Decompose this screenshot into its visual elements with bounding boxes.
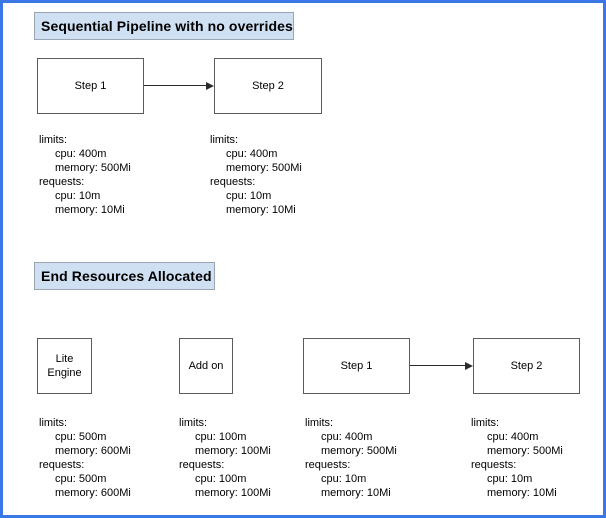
limits-cpu-value: cpu: 400m xyxy=(321,431,373,443)
arrow-right-icon-pipeline xyxy=(144,81,214,91)
resource-spec-add-on: limits: cpu: 100m memory: 100Mi requests… xyxy=(179,416,271,500)
limits-memory-value: memory: 100Mi xyxy=(195,445,271,457)
node-add-on[interactable]: Add on xyxy=(179,338,233,394)
requests-cpu-value: cpu: 100m xyxy=(195,473,247,485)
limits-cpu-value: cpu: 400m xyxy=(487,431,539,443)
requests-memory-value: memory: 10Mi xyxy=(321,487,391,499)
node-lite-engine[interactable]: Lite Engine xyxy=(37,338,92,394)
requests-label: requests: xyxy=(39,176,85,188)
resource-spec-pipeline-step-2: limits: cpu: 400m memory: 500Mi requests… xyxy=(210,133,302,217)
arrow-right-icon-end-resources xyxy=(410,361,473,371)
arrow-shaft xyxy=(144,85,206,86)
requests-memory-value: memory: 100Mi xyxy=(195,487,271,499)
requests-memory-value: memory: 10Mi xyxy=(226,204,296,216)
limits-label: limits: xyxy=(210,134,239,146)
section-header-end-resources-allocated: End Resources Allocated xyxy=(34,262,215,290)
arrow-head xyxy=(206,81,214,90)
node-end-step-1[interactable]: Step 1 xyxy=(303,338,410,394)
limits-memory-value: memory: 500Mi xyxy=(487,445,563,457)
limits-cpu-value: cpu: 400m xyxy=(226,148,278,160)
node-pipeline-step-1[interactable]: Step 1 xyxy=(37,58,144,114)
limits-label: limits: xyxy=(39,417,68,429)
requests-label: requests: xyxy=(39,459,85,471)
arrow-shaft xyxy=(410,365,465,366)
limits-cpu-value: cpu: 400m xyxy=(55,148,107,160)
requests-cpu-value: cpu: 10m xyxy=(226,190,272,202)
requests-cpu-value: cpu: 10m xyxy=(487,473,533,485)
requests-memory-value: memory: 10Mi xyxy=(55,204,125,216)
requests-cpu-value: cpu: 10m xyxy=(55,190,101,202)
limits-cpu-value: cpu: 500m xyxy=(55,431,107,443)
resource-spec-end-step-1: limits: cpu: 400m memory: 500Mi requests… xyxy=(305,416,397,500)
limits-cpu-value: cpu: 100m xyxy=(195,431,247,443)
limits-memory-value: memory: 500Mi xyxy=(226,162,302,174)
requests-memory-value: memory: 10Mi xyxy=(487,487,557,499)
resource-spec-pipeline-step-1: limits: cpu: 400m memory: 500Mi requests… xyxy=(39,133,131,217)
limits-memory-value: memory: 500Mi xyxy=(55,162,131,174)
resource-spec-end-step-2: limits: cpu: 400m memory: 500Mi requests… xyxy=(471,416,563,500)
resource-spec-lite-engine: limits: cpu: 500m memory: 600Mi requests… xyxy=(39,416,131,500)
requests-cpu-value: cpu: 500m xyxy=(55,473,107,485)
requests-memory-value: memory: 600Mi xyxy=(55,487,131,499)
requests-cpu-value: cpu: 10m xyxy=(321,473,367,485)
limits-memory-value: memory: 500Mi xyxy=(321,445,397,457)
requests-label: requests: xyxy=(305,459,351,471)
limits-label: limits: xyxy=(39,134,68,146)
node-pipeline-step-2[interactable]: Step 2 xyxy=(214,58,322,114)
section-header-sequential-pipeline: Sequential Pipeline with no overrides xyxy=(34,12,294,40)
requests-label: requests: xyxy=(179,459,225,471)
requests-label: requests: xyxy=(471,459,517,471)
limits-memory-value: memory: 600Mi xyxy=(55,445,131,457)
arrow-head xyxy=(465,361,473,370)
limits-label: limits: xyxy=(471,417,500,429)
limits-label: limits: xyxy=(305,417,334,429)
node-end-step-2[interactable]: Step 2 xyxy=(473,338,580,394)
limits-label: limits: xyxy=(179,417,208,429)
requests-label: requests: xyxy=(210,176,256,188)
